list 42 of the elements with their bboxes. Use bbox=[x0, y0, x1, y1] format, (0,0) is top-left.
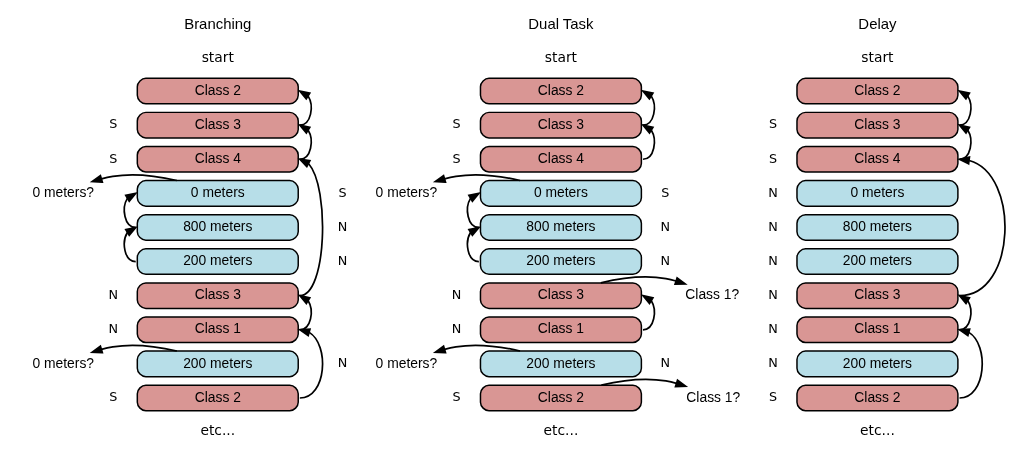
node-label: S bbox=[768, 150, 778, 166]
node-label: N bbox=[768, 286, 778, 302]
node-label: etc... bbox=[200, 421, 236, 438]
node-label: N bbox=[768, 252, 778, 268]
node-label: N bbox=[337, 354, 348, 370]
node-label: N bbox=[451, 286, 462, 302]
node-label: S bbox=[452, 150, 461, 166]
node-text: 0 meters? bbox=[375, 354, 438, 370]
label: Dual Task bbox=[528, 15, 594, 32]
node-label: S bbox=[661, 184, 670, 200]
node-label: N bbox=[768, 320, 778, 336]
node-label: etc... bbox=[543, 421, 579, 438]
node-text: 0 meters? bbox=[375, 183, 438, 200]
node-label: N bbox=[660, 218, 671, 234]
node-label: N bbox=[768, 218, 778, 234]
node-text: Class 1? bbox=[686, 388, 741, 405]
node-label: etc... bbox=[860, 421, 895, 438]
node-label: N bbox=[451, 320, 462, 336]
node-label: S bbox=[768, 115, 778, 131]
node-label: S bbox=[452, 115, 461, 131]
node-label: N bbox=[660, 354, 671, 370]
node-label: S bbox=[452, 388, 461, 404]
node-label: S bbox=[109, 388, 118, 404]
node-label: S bbox=[338, 184, 347, 200]
node-label: N bbox=[768, 184, 778, 200]
node-label: S bbox=[109, 115, 118, 131]
node-text: Class 1? bbox=[685, 285, 740, 302]
label: Branching bbox=[184, 15, 252, 32]
node-label: start bbox=[544, 48, 578, 65]
node-label: N bbox=[337, 218, 348, 234]
node-label: start bbox=[861, 48, 894, 65]
node-label: start bbox=[201, 48, 234, 65]
node-label: N bbox=[337, 252, 348, 268]
node-label: S bbox=[109, 150, 118, 166]
label: Delay bbox=[858, 15, 897, 32]
node-label: N bbox=[660, 252, 671, 268]
node-label: S bbox=[768, 388, 778, 404]
node-label: N bbox=[768, 354, 778, 370]
node-label: N bbox=[108, 320, 119, 336]
node-text: 0 meters? bbox=[32, 183, 95, 200]
node-label: N bbox=[108, 286, 119, 302]
node-text: 0 meters? bbox=[32, 354, 95, 370]
